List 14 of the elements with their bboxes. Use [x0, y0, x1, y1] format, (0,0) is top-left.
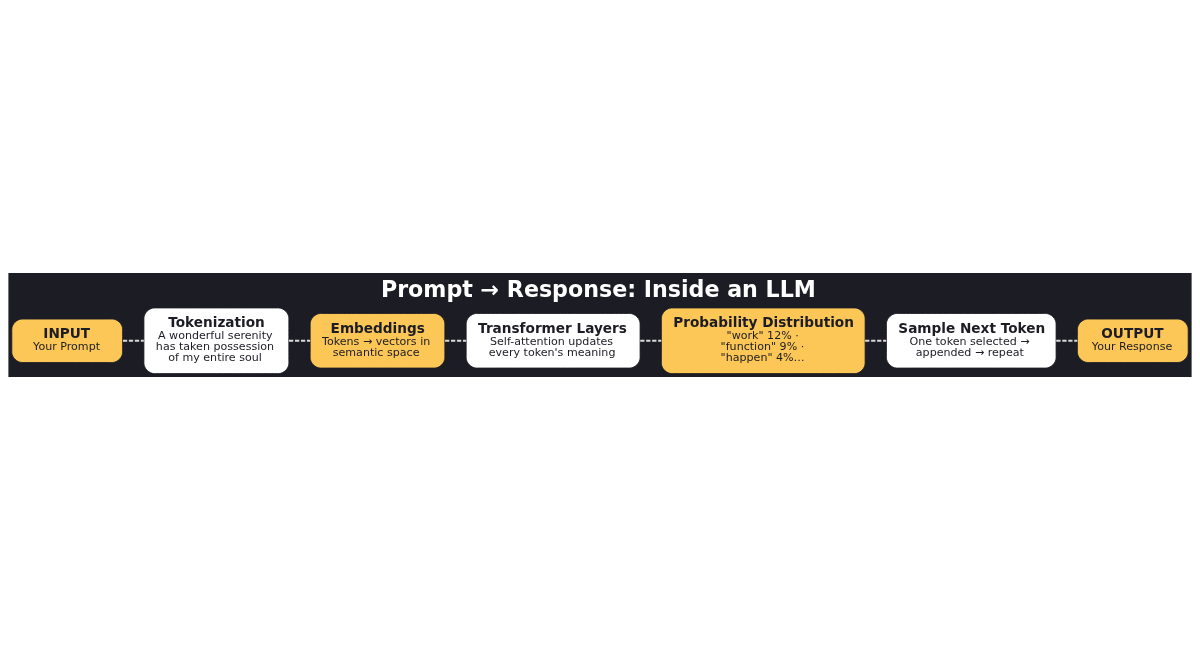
- node-box: Embeddings Tokens → vectors in semantic space: [309, 313, 446, 369]
- node-box: Tokenization A wonderful serenity has taken possession of my entire soul: [143, 307, 290, 374]
- node-box: Probability Distribution "work" 12% · "function" 9% · "happen" 4%…: [660, 307, 866, 374]
- connector: [445, 339, 467, 342]
- connector: [865, 339, 887, 342]
- connector: [1056, 339, 1078, 342]
- node-box: INPUT Your Prompt: [11, 318, 124, 363]
- node-box: Transformer Layers Self-attention updates every token's meaning: [465, 313, 641, 369]
- connector: [289, 339, 311, 342]
- node-box: OUTPUT Your Response: [1076, 318, 1189, 363]
- diagram-title: Prompt → Response: Inside an LLM: [380, 275, 816, 302]
- connector: [640, 339, 662, 342]
- node-box: Sample Next Token One token selected → appended → repeat: [886, 313, 1057, 369]
- connector: [123, 339, 144, 342]
